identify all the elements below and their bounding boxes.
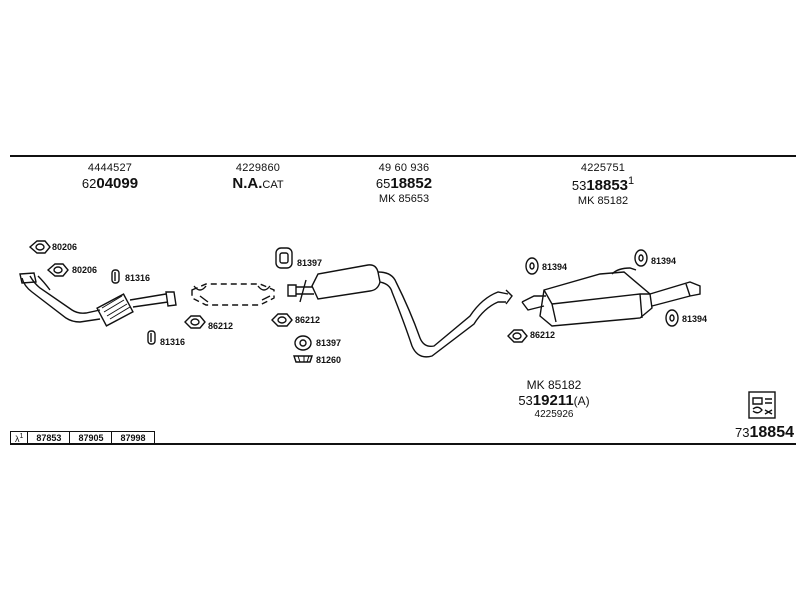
bottom-part-number: 5319211(A) (518, 392, 590, 409)
part-label: 81394 (542, 262, 568, 272)
part-label: 81316 (160, 337, 186, 347)
part-label: 81394 (651, 256, 677, 266)
header-part-number: 6518852 (375, 175, 433, 192)
gasket-icon (507, 329, 528, 343)
part-label: 81260 (316, 355, 342, 365)
header-rear-silencer: 4225751 53188531 MK 85182 (572, 162, 634, 207)
header-oe-number: 4225751 (580, 162, 626, 174)
header-oe-number: 49 60 936 (378, 162, 430, 174)
header-oe-number: 4229860 (235, 162, 281, 174)
header-kit-number: MK 85182 (577, 195, 629, 207)
hanger-icon (634, 249, 648, 267)
header-middle-silencer: 49 60 936 6518852 MK 85653 (376, 162, 432, 205)
header-kit-number: MK 85653 (378, 193, 430, 205)
clamp-icon (111, 269, 120, 284)
catalyst-icon (191, 283, 275, 306)
clamp-icon (147, 330, 156, 345)
part-label: 81397 (297, 258, 323, 268)
header-catalyst: 4229860 N.A.CAT (232, 162, 283, 192)
hanger-icon (665, 309, 679, 327)
pipe-icon (19, 272, 177, 327)
part-label: 86212 (295, 315, 321, 325)
hanger-icon (275, 247, 293, 269)
header-part-number: N.A.CAT (232, 175, 284, 192)
part-label: 80206 (52, 242, 78, 252)
part-label: 86212 (530, 330, 556, 340)
part-label: 80206 (72, 265, 98, 275)
rear-silencer-icon (521, 267, 701, 327)
header-oe-number: 4444527 (87, 162, 133, 174)
part-label: 81394 (682, 314, 708, 324)
header-part-number: 53188531 (571, 175, 635, 194)
bottom-oe-number: 4225926 (534, 409, 574, 420)
gasket-icon (184, 315, 206, 329)
part-label: 86212 (208, 321, 234, 331)
bottom-rule (10, 443, 796, 445)
reference-number: 7318854 (735, 424, 794, 441)
hanger-icon (294, 335, 312, 351)
bottom-kit-number: MK 85182 (526, 378, 582, 392)
gasket-icon (271, 313, 293, 327)
top-rule (10, 155, 796, 157)
clamp-icon (293, 355, 313, 363)
header-part-number: 6204099 (81, 175, 139, 192)
muffler-icon (287, 264, 513, 358)
lambda-legend: λ1 87853 87905 87998 (9, 431, 155, 445)
hanger-icon (525, 257, 539, 275)
header-front-pipe: 4444527 6204099 (82, 162, 138, 192)
assembly-kit-icon (748, 391, 776, 419)
gasket-icon (28, 240, 51, 254)
part-label: 81397 (316, 338, 342, 348)
bottom-center-block: MK 85182 5319211(A) 4225926 (518, 378, 589, 420)
gasket-icon (46, 263, 69, 277)
part-label: 81316 (125, 273, 151, 283)
